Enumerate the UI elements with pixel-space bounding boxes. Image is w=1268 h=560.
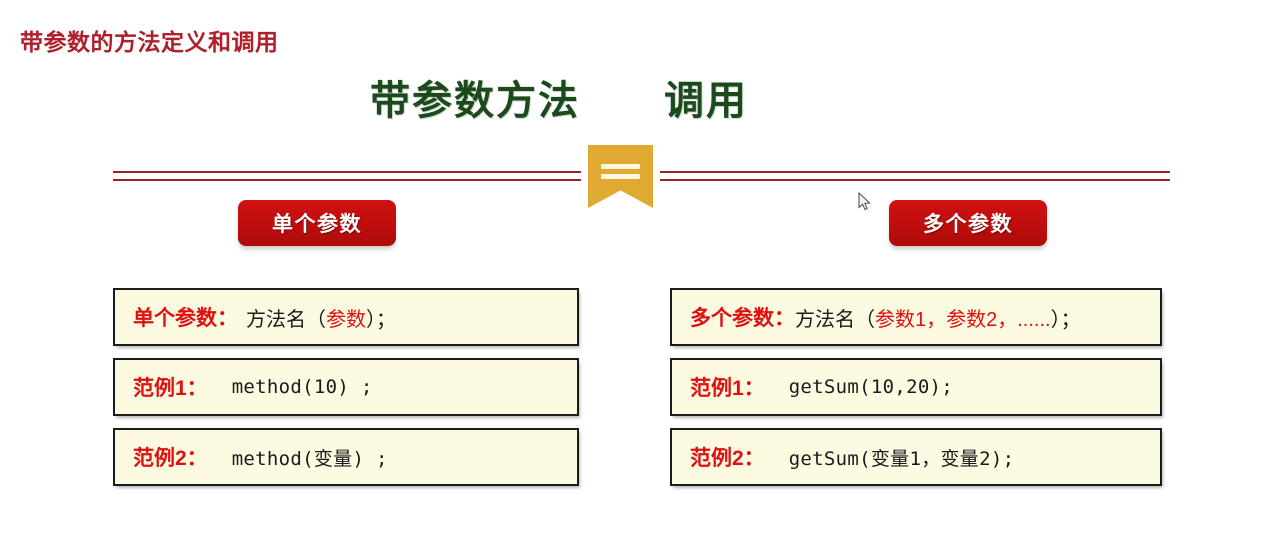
ribbon-bar-upper (601, 164, 640, 169)
page-title: 带参数方法 调用 (370, 79, 748, 123)
divider-rule-right (660, 171, 1170, 182)
ribbon-bar-lower (601, 174, 640, 179)
example-box-right-1: 范例1： getSum(10,20); (670, 358, 1162, 416)
example-box-right-2: 范例2： getSum(变量1，变量2); (670, 428, 1162, 486)
example-box-left-1: 范例1： method(10) ; (113, 358, 579, 416)
syntax-box-multi-param: 多个参数： 方法名（参数1，参数2，......）； (670, 288, 1162, 346)
syntax-box-single-param: 单个参数： 方法名（参数）； (113, 288, 579, 346)
divider-rule-right-top (660, 171, 1170, 173)
box-label: 多个参数： (690, 307, 795, 330)
multiple-parameter-button[interactable]: 多个参数 (889, 200, 1047, 246)
box-part-text: 方法名（ (246, 308, 326, 331)
slide-header-title: 带参数的方法定义和调用 (20, 29, 279, 55)
box-label: 范例1： (133, 377, 208, 400)
divider-band (0, 145, 1268, 211)
divider-rule-left-bottom (113, 179, 581, 181)
box-content: 方法名（参数）； (246, 303, 396, 332)
box-code: getSum(10,20); (788, 376, 954, 398)
divider-rule-left (113, 171, 581, 182)
box-part-highlight: 参数1，参数2，...... (875, 308, 1051, 331)
box-label: 范例2： (133, 447, 208, 470)
example-box-left-2: 范例2： method(变量) ; (113, 428, 579, 486)
box-label: 范例2： (690, 447, 765, 470)
divider-rule-right-bottom (660, 179, 1170, 181)
box-part-text: ）； (1050, 308, 1081, 331)
box-part-text: 方法名（ (795, 308, 875, 331)
divider-rule-left-top (113, 171, 581, 173)
bookmark-ribbon-icon (588, 145, 653, 208)
box-content: 方法名（参数1，参数2，......）； (795, 303, 1081, 332)
box-part-highlight: 参数 (326, 308, 366, 331)
box-code: getSum(变量1，变量2); (788, 447, 1015, 470)
box-label: 范例1： (690, 377, 765, 400)
box-part-text: ）； (366, 308, 396, 331)
box-code: method(10) ; (231, 376, 373, 398)
box-label: 单个参数： (133, 307, 238, 330)
box-code: method(变量) ; (231, 447, 388, 470)
single-parameter-button[interactable]: 单个参数 (238, 200, 396, 246)
